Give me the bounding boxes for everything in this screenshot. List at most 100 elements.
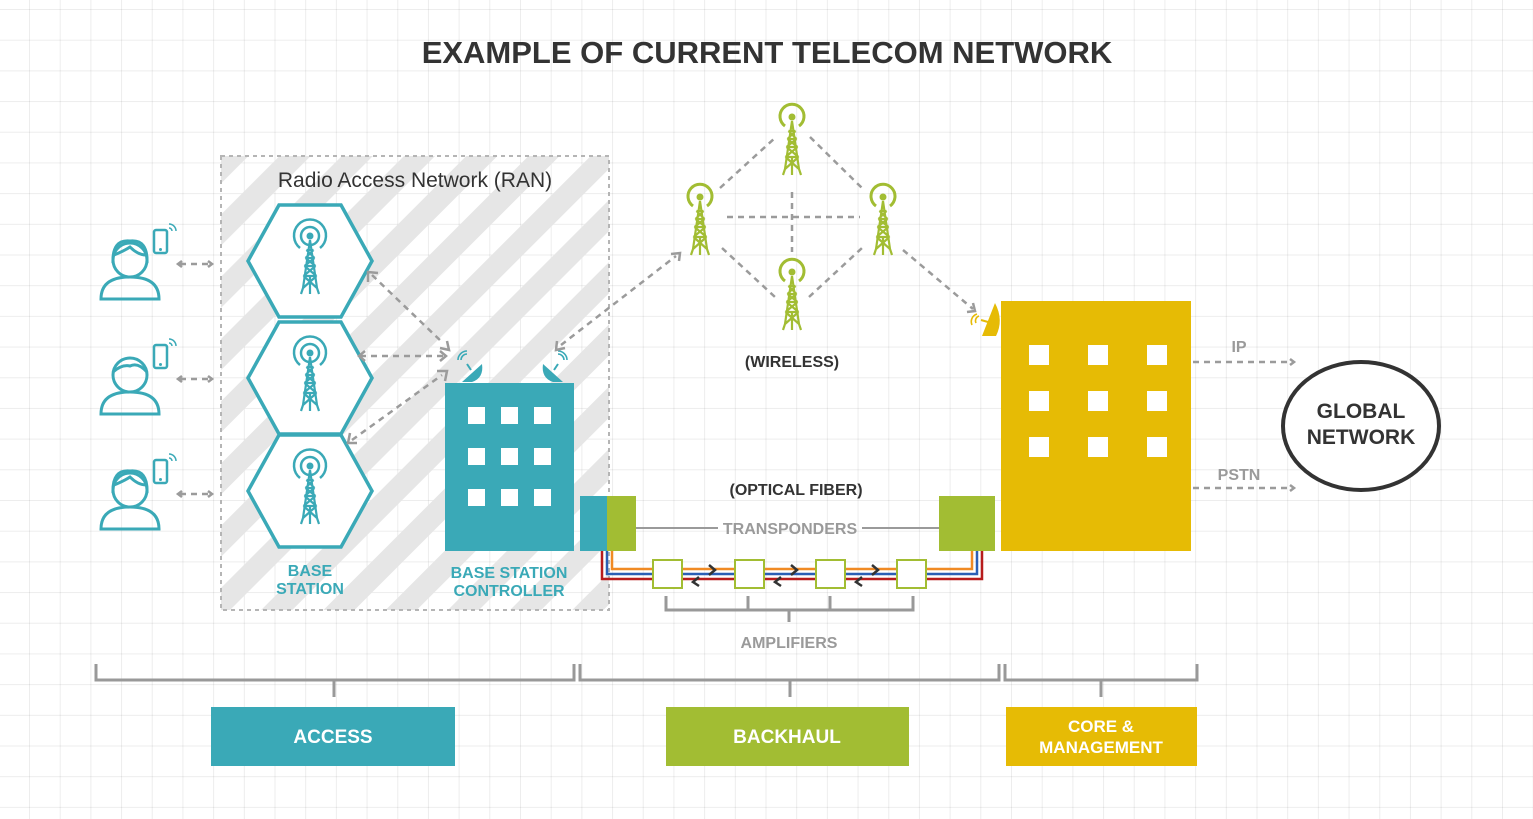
arrowhead-icon <box>1289 484 1297 492</box>
wireless-tower-icon <box>869 182 897 257</box>
base-station-cell <box>245 433 375 549</box>
base-station-stack <box>245 203 375 549</box>
bidirectional-arrow-icon <box>690 564 717 588</box>
controller-window <box>468 489 485 506</box>
core-window <box>1088 391 1108 411</box>
page-title: EXAMPLE OF CURRENT TELECOM NETWORK <box>422 35 1113 70</box>
pstn-label: PSTN <box>1218 467 1261 484</box>
controller-label-line2: CONTROLLER <box>453 583 565 600</box>
core-window <box>1029 437 1049 457</box>
global-network-ellipse <box>1281 360 1441 492</box>
controller-window <box>534 407 551 424</box>
arrowhead-icon <box>346 432 357 445</box>
wireless-backhaul: (WIRELESS) <box>554 102 977 371</box>
base-station-controller: BASE STATION CONTROLLER <box>445 350 574 600</box>
access-brace <box>94 664 576 697</box>
amplifier-box <box>815 559 846 589</box>
core-window <box>1147 345 1167 365</box>
amplifiers-brace <box>664 596 915 622</box>
link-right-core <box>902 249 974 310</box>
base-station-cell <box>245 320 375 436</box>
controller-window <box>468 448 485 465</box>
link-hex1-controller <box>371 274 444 344</box>
wireless-tower-icon <box>778 257 806 332</box>
segment-labels: ACCESS BACKHAUL CORE & MANAGEMENT <box>211 707 1197 766</box>
link-hex3-controller <box>351 373 443 442</box>
global-network-label-line1: GLOBAL <box>1317 400 1406 423</box>
link-controller-tower-left <box>560 255 677 346</box>
backhaul-segment-box <box>666 707 909 766</box>
link-top-right <box>809 136 863 189</box>
segment-braces <box>94 664 1199 697</box>
amplifier-box <box>652 559 683 589</box>
optical-fiber-label: (OPTICAL FIBER) <box>729 482 862 499</box>
base-station-label-line2: STATION <box>276 581 344 598</box>
core-window <box>1029 345 1049 365</box>
wireless-tower-icon <box>686 182 714 257</box>
controller-window <box>501 448 518 465</box>
arrowhead-icon <box>1289 358 1297 366</box>
satellite-dish-icon <box>970 303 1000 336</box>
female-user-icon <box>99 469 161 531</box>
transponders-label: TRANSPONDERS <box>723 521 858 538</box>
backhaul-brace <box>578 664 1001 697</box>
arrowhead-icon <box>670 251 682 262</box>
male-user-icon <box>99 356 161 416</box>
controller-window <box>468 407 485 424</box>
fiber-red <box>600 551 984 581</box>
bidirectional-arrow-icon <box>853 564 880 588</box>
backhaul-segment-label: BACKHAUL <box>733 727 841 748</box>
arrowhead-icon <box>439 350 448 362</box>
radio-tower-icon <box>292 335 328 413</box>
arrowhead-icon <box>366 270 379 282</box>
core-segment-label-line2: MANAGEMENT <box>1039 738 1163 757</box>
mobile-phone-icon <box>152 453 177 485</box>
satellite-dish-icon <box>457 350 483 382</box>
wireless-links <box>554 136 977 352</box>
amplifier-box <box>896 559 927 589</box>
amplifier-box <box>734 559 765 589</box>
base-station-cell <box>245 203 375 319</box>
global-network-label-line2: NETWORK <box>1307 426 1416 449</box>
fiber-orange <box>610 551 974 571</box>
link-left-bottom <box>721 247 776 298</box>
arrowhead-icon <box>966 302 977 314</box>
arrowhead-icon <box>554 340 566 352</box>
core-window <box>1029 391 1049 411</box>
core-window <box>1147 437 1167 457</box>
transponder-right <box>939 496 995 551</box>
user-item <box>99 338 215 416</box>
access-segment-box <box>211 707 455 766</box>
wireless-tower-icon <box>778 102 806 177</box>
arrowhead-icon <box>437 369 449 382</box>
radio-tower-icon <box>292 448 328 526</box>
user-list <box>99 223 215 531</box>
core-window <box>1088 345 1108 365</box>
core-window <box>1088 437 1108 457</box>
radio-tower-icon <box>292 218 328 296</box>
optical-fiber-backhaul: (OPTICAL FIBER) TRANSPONDERS AMPLIFIERS <box>580 482 995 652</box>
user-link-arrow <box>175 375 215 383</box>
controller-label-line1: BASE STATION <box>451 565 568 582</box>
controller-window <box>501 489 518 506</box>
ip-label: IP <box>1231 339 1246 356</box>
mobile-phone-icon <box>152 338 177 370</box>
controller-window <box>534 448 551 465</box>
core-segment-label-line1: CORE & <box>1068 717 1134 736</box>
link-left-top <box>719 136 777 189</box>
arrowhead-icon <box>439 340 451 352</box>
access-segment-label: ACCESS <box>293 727 372 748</box>
controller-window <box>534 489 551 506</box>
global-network: GLOBAL NETWORK <box>1281 360 1441 492</box>
ran-title: Radio Access Network (RAN) <box>278 169 552 192</box>
base-station-label-line1: BASE <box>288 563 333 580</box>
core-segment-box <box>1006 707 1197 766</box>
core-network-building <box>970 301 1191 551</box>
user-link-arrow <box>175 260 215 268</box>
core-brace <box>1003 664 1199 697</box>
core-to-global-links: IP PSTN <box>1193 339 1297 492</box>
user-item <box>99 453 215 531</box>
controller-window <box>501 407 518 424</box>
satellite-dish-icon <box>542 350 568 382</box>
